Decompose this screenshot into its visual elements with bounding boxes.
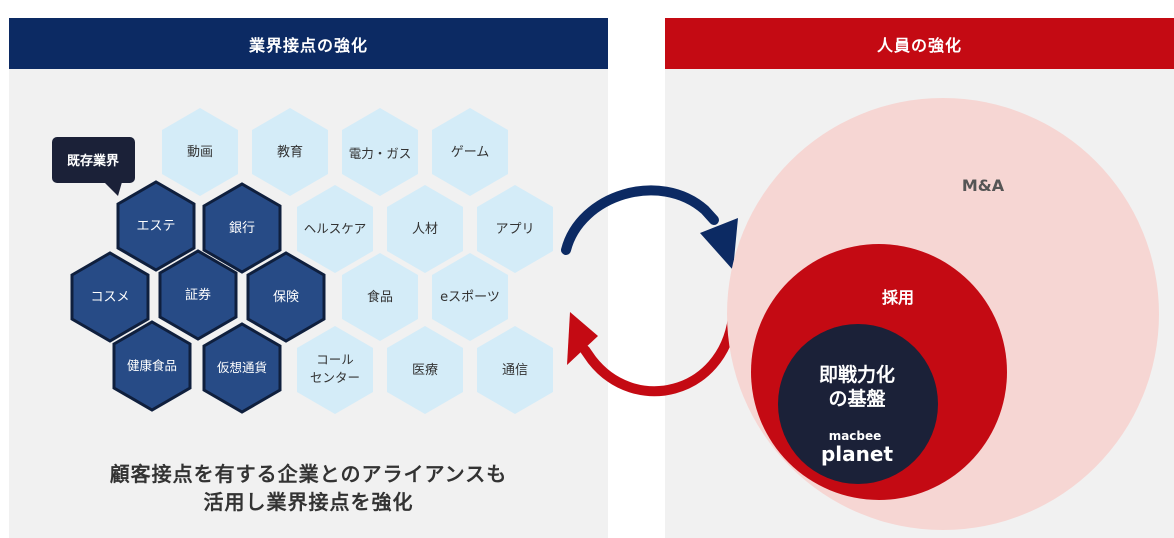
headline-line-1: 顧客接点を有する企業とのアライアンスも [109, 462, 508, 486]
hex-new-esports: eスポーツ [432, 253, 508, 341]
hex-new-healthcare: ヘルスケア [297, 185, 373, 273]
arrow-bottom-red [580, 313, 738, 397]
hex-label: アプリ [495, 222, 534, 237]
circle-core [778, 324, 938, 484]
hex-existing-hoken: 保険 [246, 251, 326, 343]
callout-label: 既存業界 [67, 153, 119, 169]
hex-label: 動画 [187, 145, 213, 160]
hex-new-kyouiku: 教育 [252, 108, 328, 196]
hex-label: 電力・ガス [349, 146, 412, 161]
arrow-top-navy [561, 185, 719, 255]
logo-planet: planet [821, 442, 893, 466]
circle-ma-label: M&A [962, 176, 1005, 195]
hex-label: センター [310, 370, 360, 385]
staffing-circles: M&A 採用 即戦力化 の基盤 macbee planet [727, 98, 1159, 530]
hex-existing-esute: エステ [116, 180, 196, 272]
hex-new-shokuhin: 食品 [342, 253, 418, 341]
hex-new-apuri: アプリ [477, 185, 553, 273]
arrow-head-navy [700, 218, 738, 270]
hex-label: コスメ [90, 290, 129, 305]
hex-new-tsushin: 通信 [477, 326, 553, 414]
hex-label: 通信 [502, 363, 528, 378]
hex-label: 健康食品 [127, 358, 177, 373]
hex-label: eスポーツ [440, 290, 500, 305]
hex-new-jinzai: 人材 [387, 185, 463, 273]
hex-label: 教育 [277, 144, 303, 160]
hex-existing-kasoutsuuka: 仮想通貨 [202, 322, 282, 414]
logo-macbee: macbee [829, 429, 882, 443]
hex-label: エステ [136, 219, 175, 234]
hex-label: 食品 [367, 289, 393, 305]
hex-new-callcenter: コール センター [297, 326, 373, 414]
existing-industry-callout: 既存業界 [52, 137, 135, 196]
hex-label: 証券 [185, 287, 211, 303]
hex-label: 銀行 [229, 221, 255, 236]
hex-label: コール [316, 352, 354, 367]
left-panel-title: 業界接点の強化 [9, 18, 608, 69]
right-panel-title: 人員の強化 [665, 18, 1174, 69]
headline-line-2: 活用し業界接点を強化 [203, 490, 414, 514]
circle-recruit-label: 採用 [882, 288, 914, 307]
left-headline: 顧客接点を有する企業とのアライアンスも 活用し業界接点を強化 [9, 460, 608, 516]
hex-label: 医療 [412, 363, 438, 378]
hex-existing-shouken: 証券 [158, 249, 238, 341]
hex-new-game: ゲーム [432, 108, 508, 196]
hex-existing-kenkoushokuhin: 健康食品 [112, 320, 192, 412]
hex-label: ヘルスケア [304, 221, 367, 236]
hex-label: ゲーム [451, 145, 490, 160]
hex-label: 保険 [273, 290, 299, 305]
hex-new-denryoku: 電力・ガス [342, 108, 418, 196]
hex-new-douga: 動画 [162, 108, 238, 196]
cycle-arrows [561, 185, 738, 397]
hex-label: 仮想通貨 [217, 360, 267, 375]
hex-label: 人材 [412, 222, 438, 237]
hex-existing-ginkou: 銀行 [202, 182, 282, 274]
arrow-head-red [567, 312, 598, 365]
hex-new-iryou: 医療 [387, 326, 463, 414]
industry-hex-grid: 動画 教育 電力・ガス ゲーム ヘルスケア 人材 アプリ 食品 [52, 108, 553, 414]
circle-core-label-1: 即戦力化 [819, 363, 895, 386]
hex-existing-cosme: コスメ [70, 251, 150, 343]
circle-core-label-2: の基盤 [828, 387, 886, 410]
